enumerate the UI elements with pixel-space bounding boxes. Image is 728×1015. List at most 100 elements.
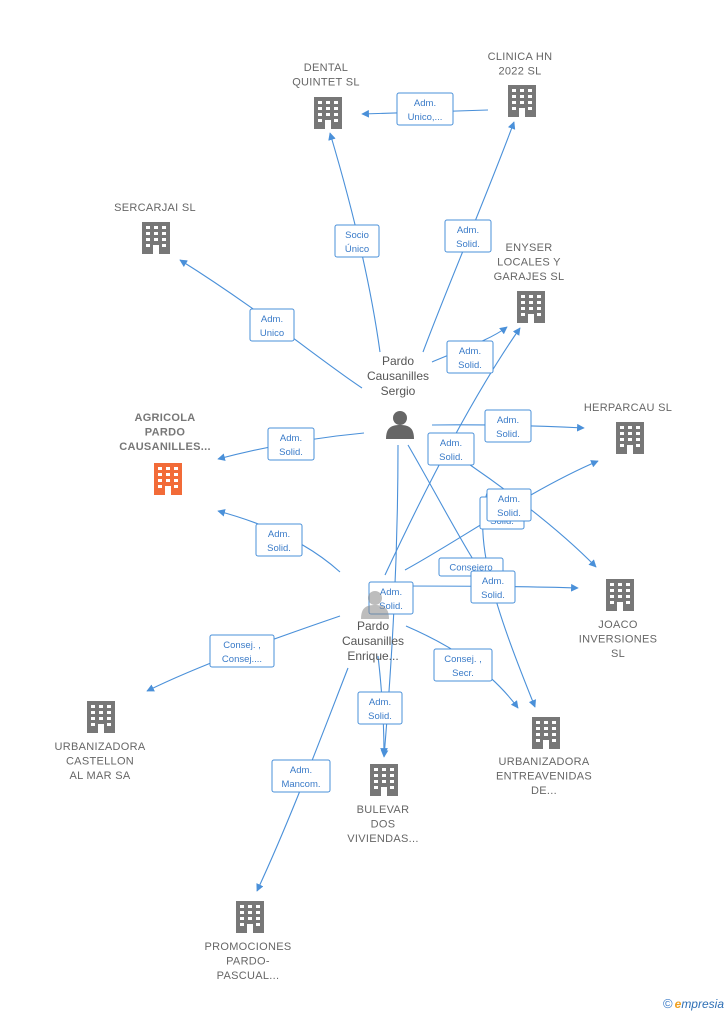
edge-label-text: Adm.: [459, 346, 481, 357]
edge-label[interactable]: Adm. Solid.: [446, 340, 494, 374]
edge-label-text: Solid.: [458, 360, 482, 371]
building-icon: [517, 291, 545, 323]
edge-label-box: [484, 409, 532, 443]
edge-label-text: Solid.: [481, 590, 505, 601]
building-icon: [314, 97, 342, 129]
node-label-line: QUINTET SL: [292, 77, 360, 89]
edge-label-text: Adm.: [482, 576, 504, 587]
edge-label-box: [209, 634, 275, 668]
node-label-line: PARDO-: [226, 956, 270, 968]
edge-label-text: Solid.: [379, 601, 403, 612]
edge-label-text: Secr.: [452, 668, 474, 679]
edge-label[interactable]: Adm. Solid.: [444, 219, 492, 253]
edge-label-box: [271, 759, 331, 793]
edge-label-box: [433, 648, 493, 682]
edge-label-text: Adm.: [440, 438, 462, 449]
edge-label-box: [249, 308, 295, 342]
edge-label-text: Adm.: [457, 225, 479, 236]
building-icon: [87, 701, 115, 733]
edge-label-text: Socio: [345, 230, 369, 241]
edge-label-text: Adm.: [497, 415, 519, 426]
edge-label-text: Único: [345, 244, 369, 255]
node-label-line: Causanilles: [342, 634, 404, 648]
node-label-line: PARDO: [145, 427, 186, 439]
edge-label-box: [486, 488, 532, 522]
node-label-line: DE...: [531, 785, 557, 797]
edge-label[interactable]: Adm. Solid.: [484, 409, 532, 443]
node-label-line: AGRICOLA: [134, 412, 195, 424]
node-sercarjai[interactable]: SERCARJAI SL: [114, 202, 196, 254]
node-label-line: SL: [611, 648, 625, 660]
edge-label-text: Consej. ,: [444, 654, 482, 665]
edge-label-text: Adm.: [498, 494, 520, 505]
edge-label[interactable]: Adm.Solid.: [267, 427, 315, 461]
edge-label-text: Solid.: [497, 508, 521, 519]
edge-label-box: [267, 427, 315, 461]
node-label-line: Sergio: [381, 384, 416, 398]
brand-logo-e: e: [674, 997, 682, 1011]
node-bulevar[interactable]: BULEVARDOSVIVIENDAS...: [347, 764, 418, 845]
edge-label[interactable]: Adm. Solid.: [470, 570, 516, 604]
node-enrique[interactable]: PardoCausanillesEnrique...: [342, 591, 404, 663]
building-icon: [370, 764, 398, 796]
edge-label[interactable]: Consej. ,Consej....: [209, 634, 275, 668]
edge-label[interactable]: Consej. , Secr.: [433, 648, 493, 682]
node-label-line: LOCALES Y: [497, 257, 561, 269]
edge-label[interactable]: Adm. Unico,...: [396, 92, 454, 126]
node-label-line: Causanilles: [367, 369, 429, 383]
edge-label[interactable]: Adm. Unico: [249, 308, 295, 342]
footer-brand[interactable]: ©empresia: [663, 996, 724, 1011]
edge-label-text: Solid.: [496, 429, 520, 440]
edge-label-text: Adm.: [380, 587, 402, 598]
edge-label-text: Unico: [260, 328, 284, 339]
edge-label[interactable]: Adm. Mancom.: [271, 759, 331, 793]
node-agricola[interactable]: AGRICOLAPARDOCAUSANILLES...: [119, 412, 211, 495]
node-label-line: JOACO: [598, 619, 638, 631]
edge-label[interactable]: Adm. Solid.: [486, 488, 532, 522]
edge-label[interactable]: Adm.Solid.: [255, 523, 303, 557]
node-label-line: DENTAL: [304, 62, 348, 74]
edge-label-text: Solid.: [368, 711, 392, 722]
edge-label-box: [446, 340, 494, 374]
edge-label-text: Adm.: [290, 765, 312, 776]
building-icon: [508, 85, 536, 117]
building-icon: [154, 463, 182, 495]
edge-label-text: Solid.: [456, 239, 480, 250]
node-label-line: ENTREAVENIDAS: [496, 771, 592, 783]
edge-label-box: [427, 432, 475, 466]
edge-label-text: Consejero: [449, 563, 492, 574]
node-label-line: 2022 SL: [498, 66, 541, 78]
node-label-line: BULEVAR: [357, 804, 410, 816]
edge-label-text: Unico,...: [408, 112, 443, 123]
edge-label-box: [357, 691, 403, 725]
node-urbanizadora-entre[interactable]: URBANIZADORA ENTREAVENIDAS DE...: [496, 717, 592, 797]
edge-label-box: [334, 224, 380, 258]
node-label-line: Pardo: [382, 354, 414, 368]
edge-label[interactable]: Adm.Solid.: [427, 432, 475, 466]
node-label-line: URBANIZADORA: [55, 741, 146, 753]
edge-label-text: Adm.: [268, 529, 290, 540]
node-label-line: PASCUAL...: [217, 970, 280, 982]
building-icon: [236, 901, 264, 933]
node-promociones[interactable]: PROMOCIONESPARDO-PASCUAL...: [204, 901, 291, 982]
edge-label-box: [470, 570, 516, 604]
edge-label-text: Adm.: [261, 314, 283, 325]
node-dental-quintet[interactable]: DENTAL QUINTET SL: [292, 62, 360, 129]
node-herparcau[interactable]: HERPARCAU SL: [584, 402, 672, 454]
edge-label-text: Adm.: [414, 98, 436, 109]
edge-label-text: Consej....: [222, 654, 262, 665]
edge-label-text: Mancom.: [281, 779, 320, 790]
edge-label-text: Solid.: [279, 447, 303, 458]
brand-name: mpresia: [681, 997, 724, 1011]
node-label-line: URBANIZADORA: [499, 756, 590, 768]
node-label-line: DOS: [371, 819, 396, 831]
edge-label[interactable]: Adm.Solid.: [357, 691, 403, 725]
